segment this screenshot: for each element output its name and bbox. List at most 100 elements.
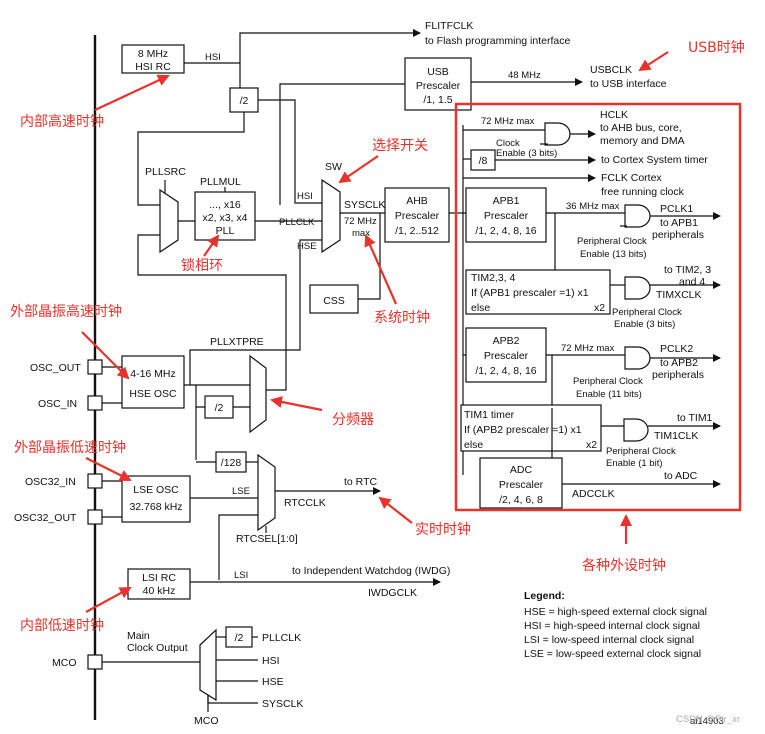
usb-prescaler-title: USB (427, 66, 449, 78)
sw-mux (321, 178, 341, 254)
tim234-box (465, 269, 611, 315)
usbclk-desc: to USB interface (590, 78, 667, 90)
css-label: CSS (323, 295, 345, 307)
apb1-label: Prescaler (484, 210, 529, 222)
annotation-hsi: 内部高速时钟 (20, 113, 104, 130)
to-tim234-2: and 4 (679, 276, 705, 288)
pclk1-desc-1: to APB1 (660, 217, 698, 229)
ahb-max: 72 MHz max (481, 116, 535, 127)
annotation-sysclk-arrow (364, 234, 398, 305)
pllxtpre-to-pllsrc (137, 234, 287, 391)
mco-pin-label: MCO (52, 657, 77, 669)
tim1clk-and-gate (623, 418, 649, 442)
osc-in-pin (87, 395, 103, 411)
annotation-lsi: 内部低速时钟 (20, 617, 104, 634)
adc-title: ADC (510, 464, 533, 476)
pllsrc-mux (159, 188, 179, 254)
annotation-pll: 锁相环 (181, 258, 223, 274)
flitfclk-line (239, 29, 421, 63)
ahb-values: /1, 2..512 (395, 225, 439, 237)
tim1-title: TIM1 timer (464, 409, 515, 421)
usbclk-label: USBCLK (590, 64, 632, 76)
legend-lse: LSE = low-speed external clock signal (524, 648, 701, 660)
peripheral-clock-region (454, 102, 742, 512)
mco-hse-label: HSE (262, 676, 284, 688)
hse-osc-label: HSE OSC (129, 388, 177, 400)
annotation-lse: 外部晶振低速时钟 (14, 439, 126, 456)
lse-osc-freq: 32.768 kHz (129, 501, 182, 513)
rtcsel-label: RTCSEL[1:0] (236, 533, 298, 545)
mco-main-label: Main (127, 630, 150, 642)
pclk1-label: PCLK1 (660, 203, 693, 215)
pllclk-to-usb (279, 83, 405, 205)
rtcclk-label: RTCCLK (284, 497, 326, 509)
mco-mux (199, 628, 217, 702)
annotation-hse-arrow (81, 331, 130, 380)
hclk-desc-2: memory and DMA (600, 135, 685, 147)
annotation-usb-arrow (638, 51, 669, 72)
pclk2-desc-2: peripherals (652, 369, 704, 381)
osc-out-label: OSC_OUT (30, 362, 81, 374)
watermark: CSDN @Bir_xr (676, 714, 740, 725)
pllclk-label: PLLCLK (279, 217, 315, 228)
apb2-pe-bits: Enable (11 bits) (576, 389, 642, 400)
tim1-box (460, 404, 602, 452)
mco-pllclk-label: PLLCLK (262, 632, 301, 644)
apb1-pe-bits: Enable (13 bits) (580, 249, 647, 260)
tim1-pe-label: Peripheral Clock (606, 446, 676, 457)
pllmul-label: PLLMUL (200, 176, 241, 188)
tim234-else: else (471, 302, 490, 314)
tim1-cond: If (APB2 prescaler =1) x1 (464, 424, 582, 436)
sysclk-label: SYSCLK (344, 199, 385, 211)
annotation-divider: 分频器 (332, 412, 374, 428)
hsi-label: HSI (205, 52, 221, 63)
annotation-hse: 外部晶振高速时钟 (10, 303, 122, 320)
hsi-rc-freq: 8 MHz (138, 48, 168, 60)
mco-sysclk-label: SYSCLK (262, 698, 303, 710)
osc32-in-label: OSC32_IN (25, 476, 76, 488)
apb2-max: 72 MHz max (561, 343, 615, 354)
osc32-out-pin (87, 509, 103, 525)
legend-hse: HSE = high-speed external clock signal (524, 606, 707, 618)
pllxtpre-mux (249, 354, 267, 434)
usb-prescaler-box (404, 57, 472, 111)
hsi-div2-label: /2 (240, 95, 249, 107)
lsi-rc-freq: 40 kHz (143, 585, 176, 597)
apb2-prescaler-box (465, 327, 547, 383)
to-adc-label: to ADC (664, 470, 698, 482)
pll-label: PLL (216, 225, 235, 237)
timxclk-and-gate (624, 276, 651, 300)
figure-ref: ai14903 (690, 716, 724, 727)
tim1-else: else (464, 439, 483, 451)
sysclk-max-2: max (352, 228, 370, 239)
clock-enable-bits: Enable (3 bits) (496, 148, 557, 159)
apb2-pe-label: Peripheral Clock (573, 376, 643, 387)
hsi-div2-box (229, 87, 259, 113)
pllsrc-label: PLLSRC (145, 166, 186, 178)
ahb-prescaler-box (384, 187, 450, 243)
pllxtpre-div2-label: /2 (215, 402, 224, 414)
lsi-rc-label: LSI RC (142, 572, 176, 584)
annotation-rtc-arrow (378, 496, 413, 524)
iwdgclk-label: IWDGCLK (368, 587, 417, 599)
hsi-to-sw (258, 99, 322, 204)
annotation-divider-arrow (270, 396, 323, 412)
ahb-title: AHB (406, 195, 428, 207)
lse-osc-label: LSE OSC (133, 484, 179, 496)
annotation-pll-arrow (203, 234, 220, 257)
pclk2-desc-1: to APB2 (660, 357, 698, 369)
flitfclk-label: FLITFCLK (425, 20, 473, 32)
annotation-switch-arrow (338, 155, 379, 184)
apb1-max: 36 MHz max (566, 201, 620, 212)
hse-to-sw (189, 239, 322, 385)
annotation-switch: 选择开关 (372, 138, 428, 154)
lse-label: LSE (232, 486, 250, 497)
mco-clock-output-label: Clock Output (127, 642, 188, 654)
adc-values: /2, 4, 6, 8 (499, 494, 543, 506)
sysclk-max-1: 72 MHz (344, 216, 377, 227)
tim1-pe-bits: Enable (1 bit) (606, 458, 663, 469)
adc-label: Prescaler (499, 479, 544, 491)
lsi-rc-box (127, 568, 191, 600)
tim234-pe-label: Peripheral Clock (612, 307, 682, 318)
